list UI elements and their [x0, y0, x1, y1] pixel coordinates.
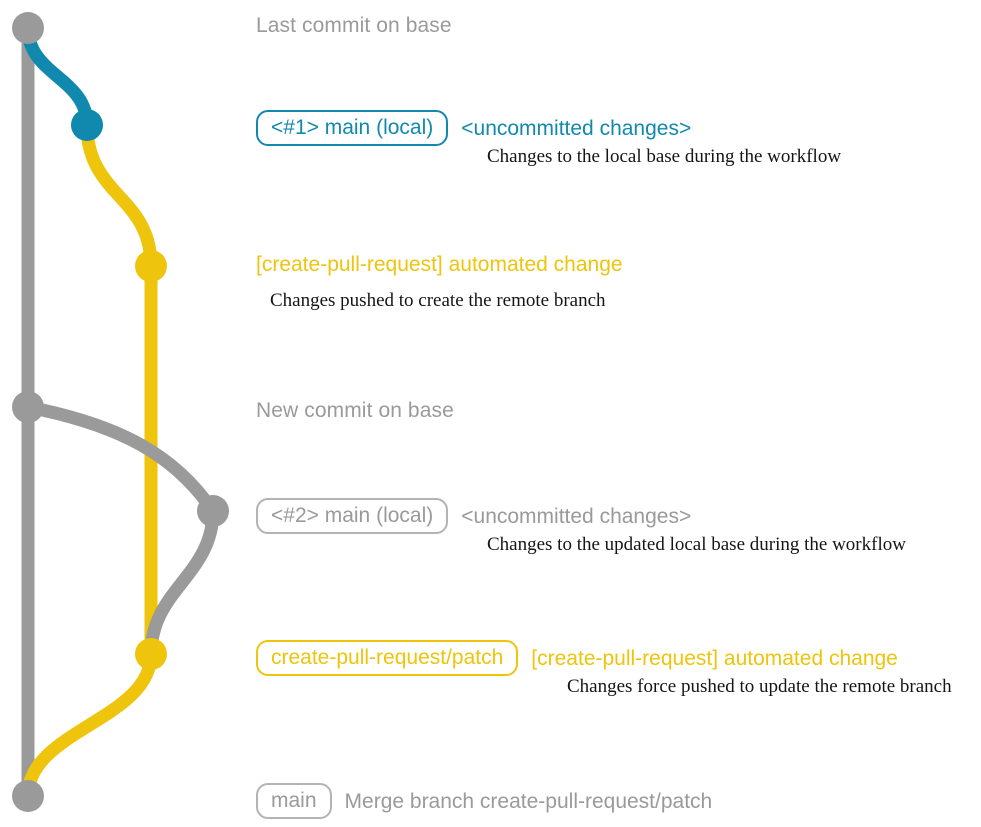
commit-node-local-2[interactable] [197, 495, 229, 527]
graph-entry-last-commit-on-base: Last commit on base [256, 14, 452, 38]
edge-local2-to-patch-update [144, 504, 220, 661]
ref-chip-main-local-2[interactable]: <#2> main (local) [256, 498, 449, 534]
graph-entry-create-pull-request-update: create-pull-request/patch [create-pull-r… [256, 640, 898, 676]
entry-subject: New commit on base [256, 399, 454, 422]
entry-subject: [create-pull-request] automated change [256, 253, 623, 276]
commit-node-patch-create[interactable] [135, 250, 167, 282]
edge-local1-to-patch-create [80, 118, 158, 273]
entry-description-local-uncommitted-2: Changes to the updated local base during… [487, 534, 906, 555]
commit-node-base-new[interactable] [12, 391, 44, 423]
edge-basenew-to-local2 [21, 400, 220, 518]
entry-subject: <uncommitted changes> [461, 504, 692, 528]
commit-node-patch-update[interactable] [135, 638, 167, 670]
entry-description-local-uncommitted-1: Changes to the local base during the wor… [487, 146, 842, 167]
edge-base-to-local1 [21, 21, 94, 132]
ref-chip-create-pull-request-patch[interactable]: create-pull-request/patch [256, 640, 519, 676]
entry-subject: <uncommitted changes> [461, 116, 692, 140]
graph-entry-merge-branch: main Merge branch create-pull-request/pa… [256, 783, 712, 819]
entry-subject: Last commit on base [256, 14, 452, 37]
graph-entry-new-commit-on-base: New commit on base [256, 399, 454, 423]
graph-entry-create-pull-request-create: [create-pull-request] automated change [256, 254, 623, 275]
entry-description-create-pull-request-update: Changes force pushed to update the remot… [567, 676, 952, 697]
edge-patch-update-to-merge [21, 647, 158, 803]
entry-subject: [create-pull-request] automated change [531, 646, 898, 670]
graph-entry-local-uncommitted-2: <#2> main (local) <uncommitted changes> [256, 498, 691, 534]
graph-entry-local-uncommitted-1: <#1> main (local) <uncommitted changes> [256, 110, 691, 146]
commit-node-base-merge[interactable] [12, 780, 44, 812]
commit-node-base-last[interactable] [12, 12, 44, 44]
entry-subject: Merge branch create-pull-request/patch [344, 789, 713, 813]
ref-chip-main[interactable]: main [256, 783, 332, 819]
ref-chip-main-local-1[interactable]: <#1> main (local) [256, 110, 449, 146]
commit-node-local-1[interactable] [71, 109, 103, 141]
entry-description-create-pull-request-create: Changes pushed to create the remote bran… [270, 290, 606, 311]
